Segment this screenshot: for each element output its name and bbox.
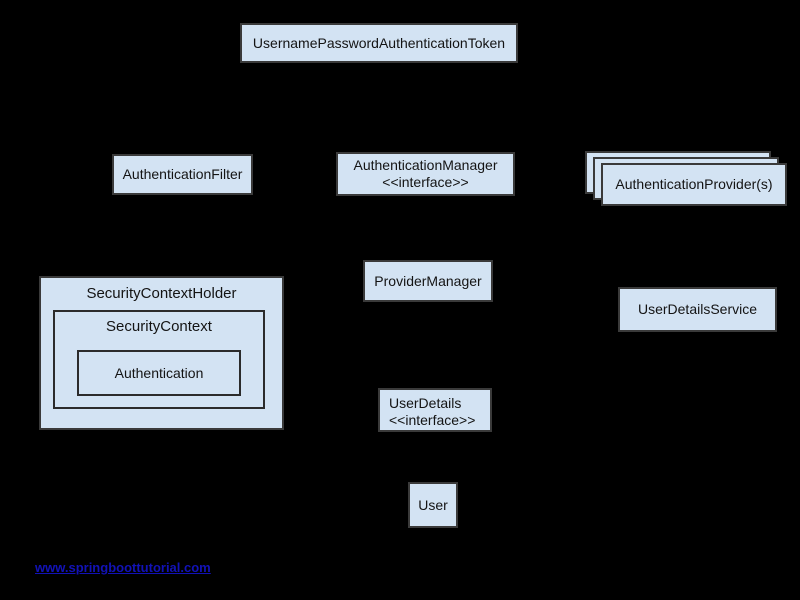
node-authentication-manager: AuthenticationManager <<interface>>	[336, 152, 515, 196]
node-security-context-holder-label: SecurityContextHolder	[86, 285, 237, 302]
node-authentication: Authentication	[77, 350, 241, 396]
node-user-details: UserDetails <<interface>>	[378, 388, 492, 432]
node-user-details-stereotype: <<interface>>	[389, 412, 476, 428]
node-authentication-manager-stereotype: <<interface>>	[382, 174, 469, 190]
watermark-link[interactable]: www.springboottutorial.com	[35, 560, 211, 575]
node-security-context-label: SecurityContext	[106, 318, 212, 335]
node-username-password-authentication-token: UsernamePasswordAuthenticationToken	[240, 23, 518, 63]
node-authentication-providers: AuthenticationProvider(s)	[601, 163, 787, 206]
node-authentication-filter: AuthenticationFilter	[112, 154, 253, 195]
node-user-details-label: UserDetails	[389, 395, 462, 411]
node-security-context-holder: SecurityContextHolder SecurityContext Au…	[39, 276, 284, 430]
node-security-context: SecurityContext Authentication	[53, 310, 265, 409]
node-authentication-manager-label: AuthenticationManager	[353, 157, 498, 173]
node-user: User	[408, 482, 458, 528]
node-user-details-service: UserDetailsService	[618, 287, 777, 332]
node-provider-manager: ProviderManager	[363, 260, 493, 302]
